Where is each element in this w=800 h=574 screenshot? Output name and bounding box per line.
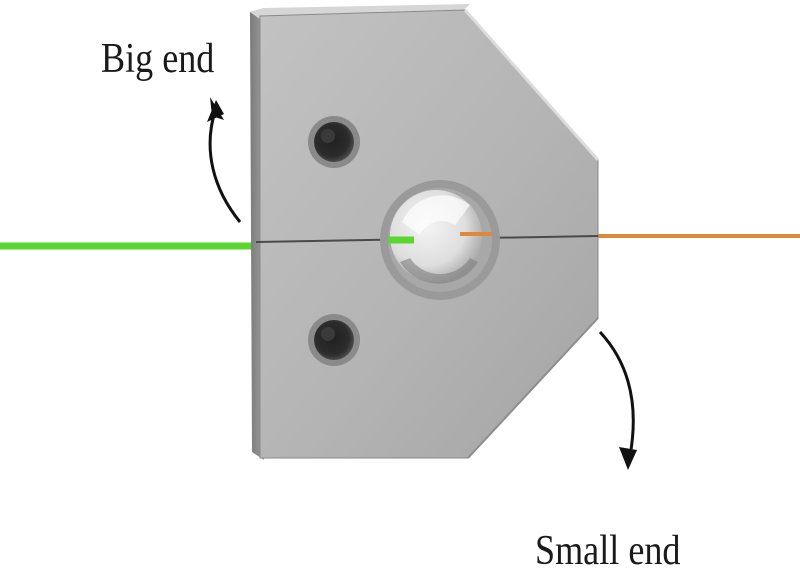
curved-arrow-down-icon: [598, 330, 637, 470]
screw-hole-bottom: [308, 314, 360, 366]
curved-arrow-up-icon: [207, 97, 242, 223]
chamfer-edge-bottom: [467, 317, 599, 459]
big-end-label: Big end: [101, 36, 215, 82]
chamfer-edge-top: [463, 9, 600, 161]
small-end-label: Small end: [535, 528, 681, 574]
center-bore: [380, 180, 500, 300]
screw-hole-top: [308, 116, 360, 168]
